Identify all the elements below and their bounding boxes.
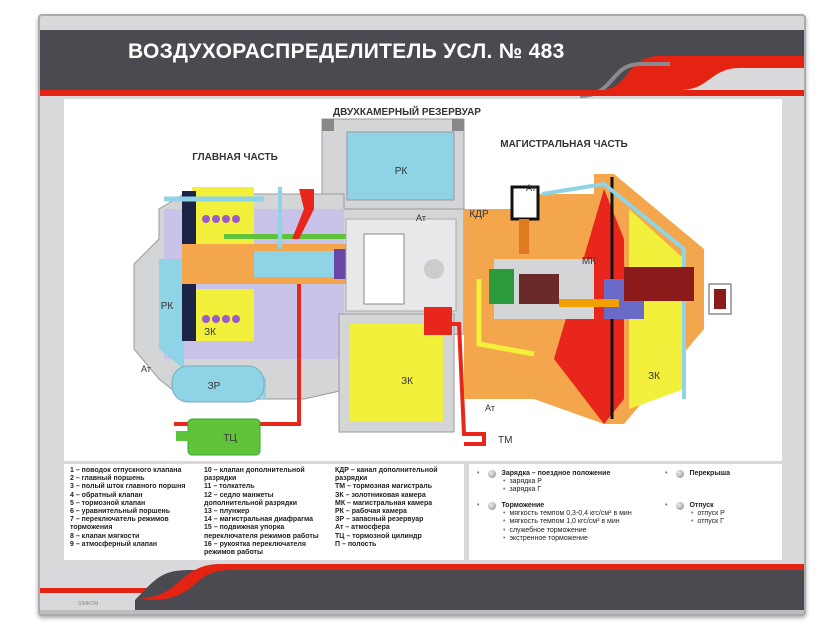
trunk-part-body xyxy=(464,174,732,424)
tm-label: ТМ xyxy=(498,435,512,446)
legend-item: 1 – поводок отпускного клапана xyxy=(70,467,182,474)
header-red-stripe xyxy=(40,90,804,96)
legend-item: МК – магистральная камера xyxy=(335,499,433,507)
zr-tank xyxy=(171,365,265,403)
legend-item: 5 – тормозной клапан xyxy=(70,499,146,507)
legend-item: 16 – рукоятка переключателя xyxy=(204,540,306,548)
mode-subitem: служебное торможение xyxy=(509,526,587,534)
legend-item: ТМ – тормозная магистраль xyxy=(335,483,433,491)
mode-subitem: мягкость темпом 0,3-0,4 кгс/см² в мин xyxy=(509,510,632,518)
mode-release: •Отпуск •отпуск Р •отпуск Г xyxy=(665,502,725,526)
main-part-label: ГЛАВНАЯ ЧАСТЬ xyxy=(192,152,278,163)
legend-item: торможения xyxy=(70,524,113,532)
mode-lap: •Перекрыша xyxy=(665,470,731,479)
mode-label: Зарядка – поездное положение xyxy=(501,470,611,477)
reservoir-label: ДВУХКАМЕРНЫЙ РЕЗЕРВУАР xyxy=(333,105,481,118)
legend-column-3: КДР – канал дополнительной разрядки ТМ –… xyxy=(335,467,438,549)
legend-column-1: 1 – поводок отпускного клапана 2 – главн… xyxy=(70,467,185,549)
air-distributor-diagram: ДВУХКАМЕРНЫЙ РЕЗЕРВУАР ГЛАВНАЯ ЧАСТЬ МАГ… xyxy=(133,105,732,456)
legend-item: Ат – атмосфера xyxy=(335,524,390,532)
tc-label: ТЦ xyxy=(223,433,237,444)
mode-subitem: отпуск Р xyxy=(697,510,725,518)
zr-label: ЗР xyxy=(208,381,221,392)
rk-left-label: РК xyxy=(161,301,174,312)
zk-center-label: ЗК xyxy=(401,376,413,387)
mode-subitem: зарядка Г xyxy=(509,486,542,494)
at-left-label: Ат xyxy=(141,364,151,374)
legend-item: 7 – переключатель режимов xyxy=(70,516,169,524)
legend-item: разрядки xyxy=(204,475,237,483)
mode-subitem: отпуск Г xyxy=(697,518,724,526)
legend-item: 15 – подвижная упорка xyxy=(204,524,285,532)
mode-label: Торможение xyxy=(501,502,545,509)
switch-valve xyxy=(424,307,452,335)
modes-legend: •Зарядка – поездное положение •зарядка Р… xyxy=(469,464,782,560)
zk-left-label: ЗК xyxy=(204,327,216,338)
legend-item: дополнительной разрядки xyxy=(204,499,298,507)
mode-subitem: экстренное торможение xyxy=(509,534,588,542)
publisher-logo: SIMKOM xyxy=(78,601,99,607)
mode-charging: •Зарядка – поездное положение •зарядка Р… xyxy=(477,470,611,494)
parts-legend: 1 – поводок отпускного клапана 2 – главн… xyxy=(64,464,464,560)
poster-frame: ВОЗДУХОРАСПРЕДЕЛИТЕЛЬ УСЛ. № 483 xyxy=(38,14,806,616)
header-swoosh xyxy=(579,56,804,98)
pipe-tm xyxy=(434,322,486,446)
mode-label: Отпуск xyxy=(689,502,714,509)
zk-center-chamber xyxy=(350,324,443,422)
mode-label: Перекрыша xyxy=(689,470,731,477)
kdr-label: КДР xyxy=(469,209,489,220)
footer-swoosh xyxy=(40,564,804,614)
center-valve-block xyxy=(345,218,457,312)
mode-subitem: мягкость темпом 1,0 кгс/см² в мин xyxy=(509,518,620,526)
at-top-label: Ат xyxy=(526,183,536,193)
mode-subitem: зарядка Р xyxy=(509,478,542,486)
legend-item: режимов работы xyxy=(204,549,263,557)
legend-item: ТЦ – тормозной цилиндр xyxy=(335,532,422,540)
legend-item: 13 – плунжер xyxy=(204,508,250,516)
legend-item: 10 – клапан дополнительной xyxy=(204,467,305,474)
legend-item: 12 – седло манжеты xyxy=(204,491,274,499)
poster-title: ВОЗДУХОРАСПРЕДЕЛИТЕЛЬ УСЛ. № 483 xyxy=(128,40,565,63)
legend-item: ЗР – запасный резервуар xyxy=(335,516,424,524)
legend-item: 2 – главный поршень xyxy=(70,475,145,483)
legend-item: 9 – атмосферный клапан xyxy=(70,540,158,548)
mode-indicator-icon xyxy=(676,470,685,479)
rk-top-label: РК xyxy=(395,166,408,177)
legend-item: РК – рабочая камера xyxy=(335,508,407,516)
legend-item: переключателя режимов работы xyxy=(204,532,319,540)
mode-indicator-icon xyxy=(488,502,497,511)
legend-item: 4 – обратный клапан xyxy=(70,491,143,499)
mode-braking: •Торможение •мягкость темпом 0,3-0,4 кгс… xyxy=(477,502,632,542)
legend-item: ЗК – золотниковая камера xyxy=(335,491,426,499)
zk-right-label: ЗК xyxy=(648,371,660,382)
trunk-part-label: МАГИСТРАЛЬНАЯ ЧАСТЬ xyxy=(500,139,628,150)
legend-item: 14 – магистральная диафрагма xyxy=(204,516,313,524)
legend-item: 6 – уравнительный поршень xyxy=(70,508,171,516)
legend-item: 8 – клапан мягкости xyxy=(70,532,140,540)
legend-item: П – полость xyxy=(335,540,377,548)
legend-item: 11 – толкатель xyxy=(204,483,255,491)
at-bottom-label: Ат xyxy=(485,403,495,413)
diagram-panel: ДВУХКАМЕРНЫЙ РЕЗЕРВУАР ГЛАВНАЯ ЧАСТЬ МАГ… xyxy=(64,99,782,461)
legend-item: КДР – канал дополнительной xyxy=(335,467,438,474)
mode-indicator-icon xyxy=(676,502,685,511)
legend-item: 3 – полый шток главного поршня xyxy=(70,483,186,491)
mode-indicator-icon xyxy=(488,470,497,479)
legend-column-2: 10 – клапан дополнительной разрядки 11 –… xyxy=(204,467,319,557)
mk-label: МК xyxy=(582,256,596,267)
at-center-label: Ат xyxy=(416,213,426,223)
legend-item: разрядки xyxy=(335,475,368,483)
